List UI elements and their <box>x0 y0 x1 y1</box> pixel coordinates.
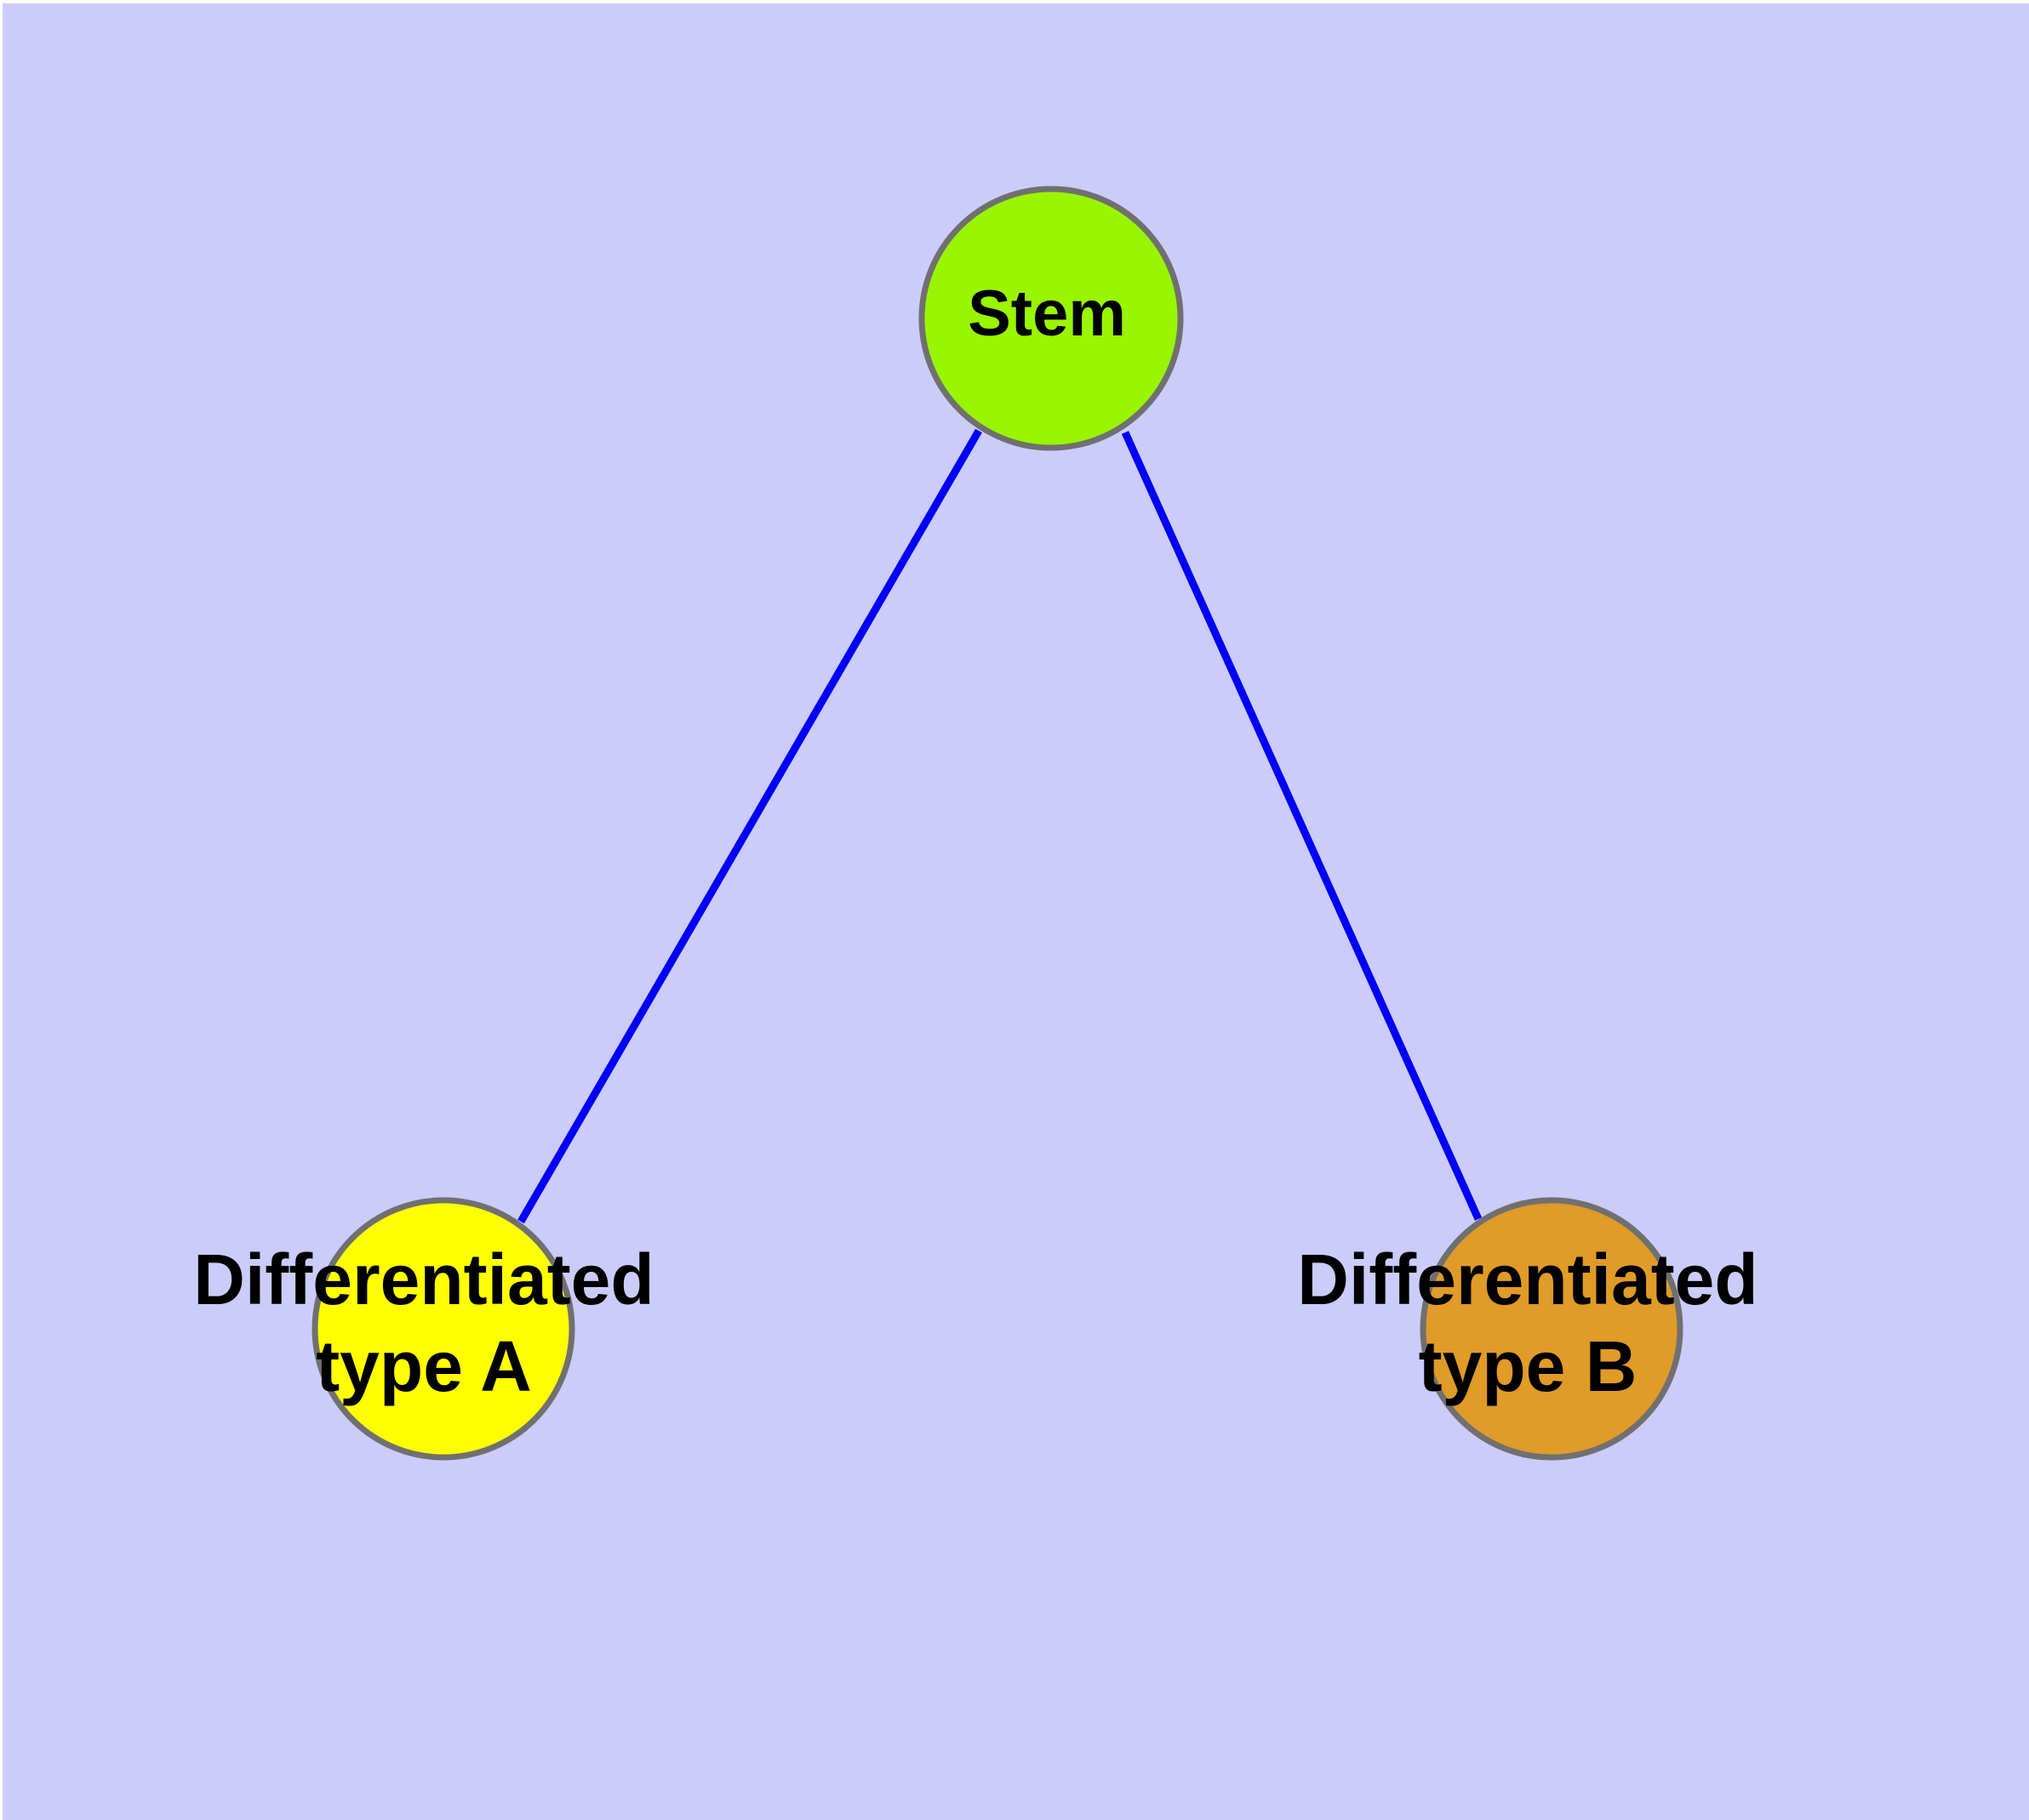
edge-stem-to-differentiated-type-b[interactable] <box>1121 431 1483 1221</box>
node-stem-label: Stem <box>968 278 1126 350</box>
node-differentiated-type-b-circle[interactable] <box>1420 1197 1683 1461</box>
node-differentiated-type-a-circle[interactable] <box>311 1197 575 1461</box>
node-stem-circle[interactable] <box>918 186 1184 451</box>
edge-stem-to-differentiated-type-a[interactable] <box>517 428 982 1224</box>
edge-layer <box>517 428 1483 1224</box>
node-stem[interactable]: Stem <box>918 186 1184 451</box>
